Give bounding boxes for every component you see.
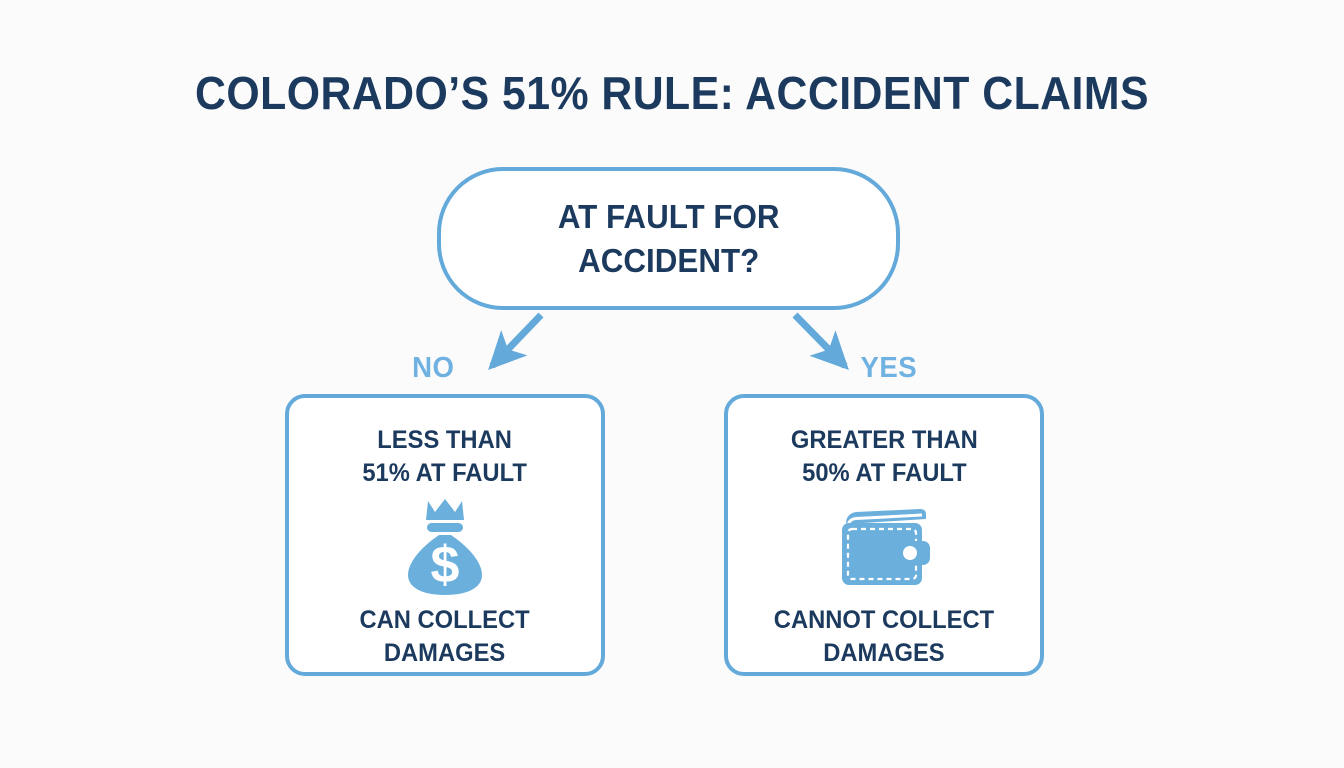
branch-label-no: NO — [412, 352, 455, 384]
wallet-icon-glyph — [842, 509, 930, 585]
decision-node-at-fault: AT FAULT FOR ACCIDENT? — [437, 167, 900, 310]
outcome-card-footer: CANNOT COLLECT DAMAGES — [773, 606, 995, 667]
outcome-card-can-collect: LESS THAN 51% AT FAULT $ CAN COLLECT DAM… — [285, 394, 605, 676]
page-title: COLORADO’S 51% RULE: ACCIDENT CLAIMS — [195, 67, 1149, 119]
outcome-card-footer: CAN COLLECT DAMAGES — [359, 606, 531, 667]
svg-text:$: $ — [431, 536, 460, 594]
arrow-yes — [792, 312, 849, 370]
arrow-no — [488, 312, 544, 371]
wallet-icon — [836, 496, 932, 600]
outcome-card-heading: LESS THAN 51% AT FAULT — [362, 426, 528, 487]
money-bag-icon: $ — [402, 496, 488, 600]
decision-node-label: AT FAULT FOR ACCIDENT? — [557, 197, 780, 279]
money-bag-icon-glyph: $ — [408, 499, 482, 595]
branch-label-yes: YES — [860, 352, 918, 384]
outcome-card-heading: GREATER THAN 50% AT FAULT — [790, 426, 978, 487]
outcome-card-cannot-collect: GREATER THAN 50% AT FAULT CANNOT COLLECT… — [724, 394, 1044, 676]
